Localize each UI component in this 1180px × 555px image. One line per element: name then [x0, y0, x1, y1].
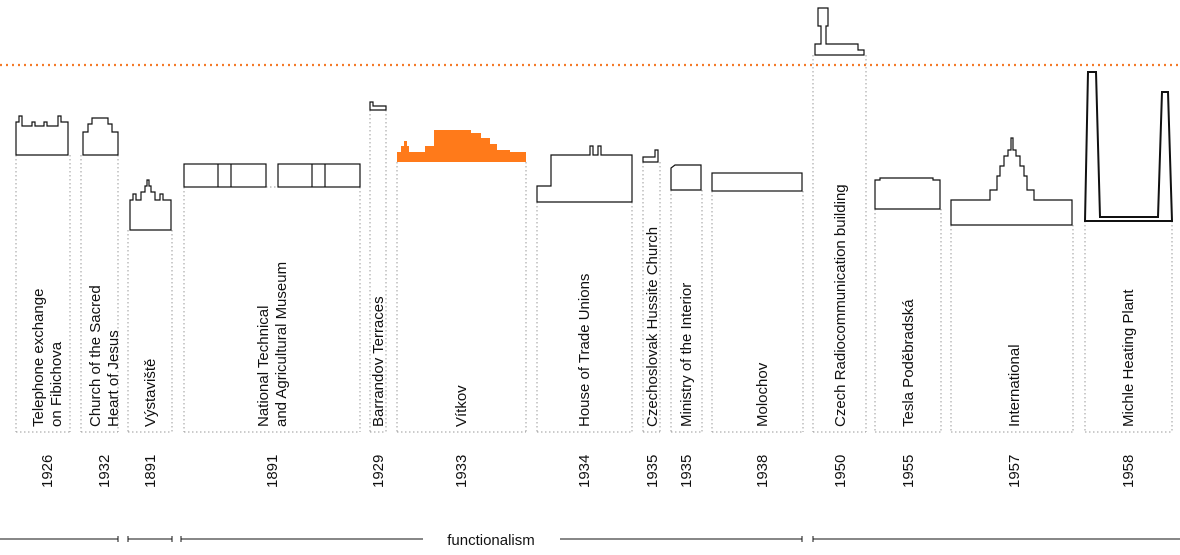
building-name-line: International [1006, 344, 1023, 427]
building-name-trade-unions: House of Trade Unions [576, 274, 593, 427]
year-tesla: 1955 [900, 455, 917, 488]
building-name-line: Telephone exchange [30, 289, 47, 427]
building-name-line: Tesla Poděbradská [900, 299, 917, 427]
building-names: Telephone exchangeon Fibichova Church of … [30, 184, 1137, 427]
silhouette-vystaviste [129, 179, 172, 231]
building-name-michle: Michle Heating Plant [1120, 289, 1137, 427]
building-name-line: Ministry of the Interior [678, 283, 695, 427]
building-name-molochov: Molochov [754, 362, 771, 427]
silhouette-molochov [711, 172, 803, 192]
building-name-international: International [1006, 344, 1023, 427]
building-name-tesla: Tesla Poděbradská [900, 299, 917, 427]
year-radio: 1950 [832, 455, 849, 488]
silhouette-fibichova [15, 115, 69, 156]
building-name-line: Heart of Jesus [105, 330, 122, 427]
year-vystaviste: 1891 [142, 455, 159, 488]
building-name-line: Vítkov [453, 385, 470, 427]
silhouette-barrandov [369, 101, 387, 111]
year-barrandov: 1929 [370, 455, 387, 488]
year-fibichova: 1926 [39, 455, 56, 488]
year-trade-unions: 1934 [576, 455, 593, 488]
year-ntm: 1891 [264, 455, 281, 488]
building-silhouettes [15, 7, 1174, 231]
year-hussite-church: 1935 [644, 455, 661, 488]
building-name-line: Church of the Sacred [87, 285, 104, 427]
building-name-vystaviste: Výstaviště [142, 359, 159, 427]
building-name-radio: Czech Radiocommunication building [832, 184, 849, 427]
building-frames [15, 55, 1173, 433]
year-labels: 1926 1932 1891 1891 1929 1933 1934 1935 1935 1938… [39, 455, 1137, 488]
silhouette-tesla [874, 177, 941, 210]
era-label: functionalism [447, 532, 535, 549]
year-michle: 1958 [1120, 455, 1137, 488]
building-name-line: Barrandov Terraces [370, 296, 387, 427]
building-name-line: Molochov [754, 362, 771, 427]
building-name-fibichova: Telephone exchangeon Fibichova [30, 289, 65, 427]
silhouette-sacred-heart [82, 117, 119, 156]
silhouette-radio [814, 7, 865, 56]
building-name-barrandov: Barrandov Terraces [370, 296, 387, 427]
silhouette-vitkov [397, 130, 526, 162]
building-name-line: Výstaviště [142, 359, 159, 427]
year-molochov: 1938 [754, 455, 771, 488]
building-name-sacred-heart: Church of the SacredHeart of Jesus [87, 285, 122, 427]
building-name-line: House of Trade Unions [576, 274, 593, 427]
year-international: 1957 [1006, 455, 1023, 488]
building-name-line: National Technical [255, 306, 272, 427]
building-name-hussite-church: Czechoslovak Hussite Church [644, 227, 661, 427]
building-name-vitkov: Vítkov [453, 385, 470, 427]
silhouette-ntm-left [183, 163, 267, 188]
building-name-ntm: National Technicaland Agricultural Museu… [255, 262, 290, 427]
silhouette-trade-unions [536, 145, 633, 203]
silhouette-international [950, 137, 1073, 226]
silhouette-michle [1083, 71, 1174, 222]
building-name-line: Czech Radiocommunication building [832, 184, 849, 427]
building-name-line: Czechoslovak Hussite Church [644, 227, 661, 427]
silhouette-interior [670, 164, 702, 191]
silhouette-ntm-right [277, 163, 361, 188]
building-name-line: and Agricultural Museum [273, 262, 290, 427]
year-vitkov: 1933 [453, 455, 470, 488]
era-bar [0, 536, 1180, 542]
silhouette-hussite-church [642, 149, 659, 163]
year-interior: 1935 [678, 455, 695, 488]
year-sacred-heart: 1932 [96, 455, 113, 488]
building-name-line: Michle Heating Plant [1120, 289, 1137, 427]
building-name-line: on Fibichova [48, 341, 65, 427]
building-name-interior: Ministry of the Interior [678, 283, 695, 427]
